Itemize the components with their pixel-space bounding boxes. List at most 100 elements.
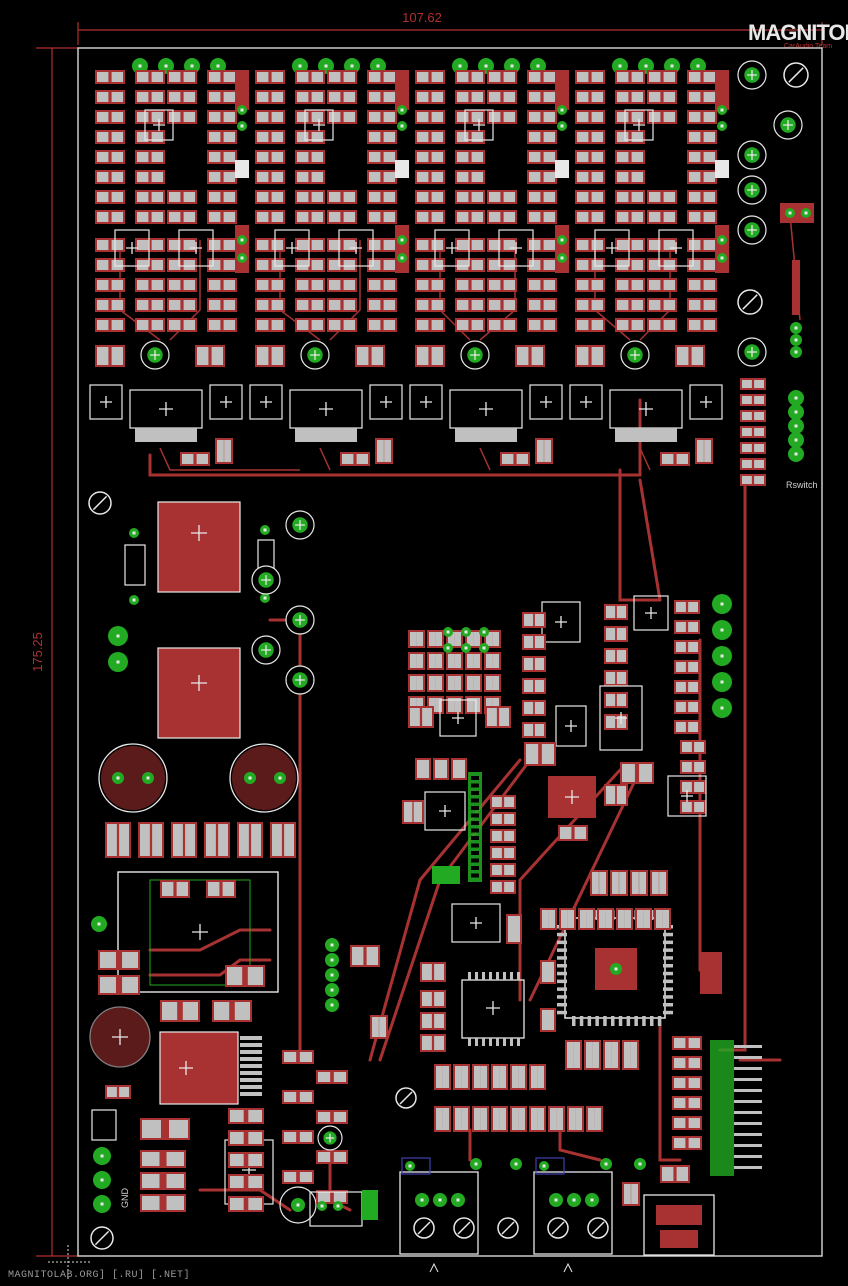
via-drill	[604, 1162, 608, 1166]
smd-cap	[555, 225, 569, 273]
smd-pad	[223, 240, 235, 250]
smd-pad	[183, 92, 195, 102]
smd-pad	[318, 1072, 331, 1082]
power-pad-center	[565, 790, 579, 804]
mcu-pin	[663, 987, 673, 991]
smd-pad	[502, 454, 514, 464]
smd-pad	[586, 1042, 593, 1068]
smd-pad	[591, 92, 603, 102]
smd-pad	[486, 676, 493, 690]
dimension-lines	[36, 22, 823, 1257]
smd-pad	[111, 300, 123, 310]
smd-pad	[457, 132, 469, 142]
via-drill	[464, 630, 468, 634]
smd-pad	[257, 212, 269, 222]
mcu-pin	[663, 932, 673, 937]
via-drill	[720, 680, 724, 684]
dsp-pin	[503, 1038, 506, 1046]
smd-pad	[297, 212, 309, 222]
trace-block	[792, 260, 800, 315]
transistor-center	[700, 396, 712, 408]
smd-pad	[659, 872, 666, 894]
via-drill	[190, 64, 194, 68]
smd-pad	[137, 172, 149, 182]
smd-pad	[624, 910, 631, 928]
smd-pad	[383, 212, 395, 222]
smd-pad	[471, 240, 483, 250]
smd-pad	[643, 910, 650, 928]
smd-pad	[473, 698, 480, 712]
smd-pad	[453, 760, 460, 778]
smd-pad	[369, 320, 381, 330]
smd-pad	[504, 831, 514, 841]
smd-pad	[111, 347, 123, 365]
smd-pad	[703, 112, 715, 122]
smd-pad	[329, 300, 341, 310]
rca-marker	[563, 1262, 573, 1273]
edge-pin	[734, 1078, 762, 1081]
via-drill	[116, 634, 120, 638]
smd-pad	[663, 240, 675, 250]
smd-pad	[223, 320, 235, 330]
dsp-pin	[482, 972, 485, 980]
via-drill	[458, 64, 462, 68]
smd-pad	[649, 112, 661, 122]
via-drill	[614, 967, 618, 971]
smd-pad	[457, 240, 469, 250]
smd-pad	[663, 280, 675, 290]
logo-subtext: CarAudio Team	[784, 43, 832, 50]
smd-pad	[369, 240, 381, 250]
mcu-pin	[657, 1016, 662, 1026]
smd-pad	[383, 280, 395, 290]
smd-pad	[162, 882, 174, 896]
pad-cross	[295, 615, 305, 625]
smd-pad	[429, 676, 436, 690]
smd-pad	[230, 1198, 244, 1210]
smd-pad	[542, 962, 549, 982]
smd-pad	[311, 212, 323, 222]
smd-pad	[639, 764, 652, 782]
smd-pad	[248, 1132, 262, 1144]
smd-pad	[662, 910, 669, 928]
smd-pad	[529, 300, 541, 310]
smd-pad	[689, 260, 701, 270]
smd-cap	[401, 1157, 431, 1175]
dsp-pin	[496, 1038, 499, 1046]
smd-pad	[577, 192, 589, 202]
smd-pad	[742, 396, 752, 404]
smd-pad	[410, 676, 417, 690]
smd-pad	[284, 1132, 297, 1142]
smd-pad	[434, 1014, 444, 1028]
smd-pad	[318, 1192, 331, 1202]
opamp-ic-center	[153, 119, 165, 131]
mcu-pin	[663, 940, 673, 945]
pad-cross	[747, 347, 757, 357]
via-drill	[330, 1003, 334, 1007]
smd-pad	[97, 132, 109, 142]
smd-pad	[471, 92, 483, 102]
smd-pad	[311, 132, 323, 142]
smd-pad	[676, 1167, 688, 1181]
smd-pad	[458, 760, 465, 778]
smd-pad	[691, 347, 703, 365]
smd-pad	[616, 650, 626, 662]
opamp-ic-center	[313, 119, 325, 131]
smd-pad	[486, 654, 493, 668]
smd-pad	[503, 92, 515, 102]
jumper	[432, 866, 460, 884]
dsp-pin	[475, 972, 478, 980]
smd-pad	[383, 240, 395, 250]
pad-cross	[783, 120, 793, 130]
smd-pad	[534, 658, 544, 670]
smd-pad	[577, 152, 589, 162]
smd-pad	[694, 742, 704, 752]
smd-pad	[674, 1058, 686, 1068]
smd-pad	[431, 92, 443, 102]
smd-pad	[223, 112, 235, 122]
via-drill	[138, 64, 142, 68]
via-drill	[330, 958, 334, 962]
opamp-ic-center	[350, 242, 362, 254]
smd-pad	[271, 132, 283, 142]
smd-pad	[257, 152, 269, 162]
smd-pad	[343, 260, 355, 270]
